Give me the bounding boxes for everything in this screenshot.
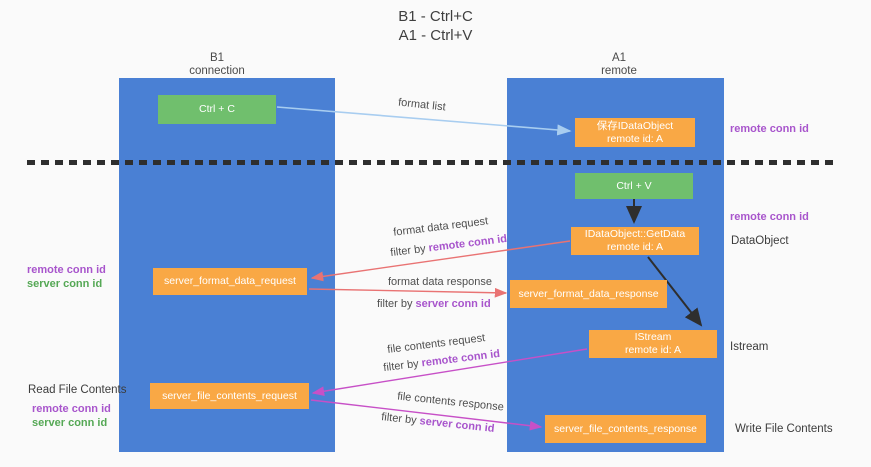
node-save-idataobject-line2: remote id: A	[606, 132, 664, 145]
flow-label-format-data-response: format data response	[388, 276, 492, 288]
label-remote-conn-id-right: remote conn id	[730, 211, 809, 223]
node-file-request-label: server_file_contents_request	[162, 389, 297, 402]
node-save-idataobject: 保存IDataObject remote id: A	[575, 118, 695, 147]
node-istream-line1: IStream	[634, 331, 672, 343]
node-file-response-label: server_file_contents_response	[553, 422, 697, 435]
lane-a1-name: A1	[611, 52, 627, 64]
label-remote-conn-id-left-mid: remote conn id	[27, 264, 106, 276]
diagram-title: B1 - Ctrl+C A1 - Ctrl+V	[0, 7, 871, 45]
lane-b1-name: B1	[209, 52, 225, 64]
node-server-file-contents-request: server_file_contents_request	[150, 383, 309, 409]
label-istream: Istream	[730, 341, 769, 353]
phase-separator-dashed-line	[27, 160, 836, 165]
arrow-format-list	[276, 106, 572, 136]
node-format-request-label: server_format_data_request	[164, 275, 296, 287]
filter-prefix: filter by	[377, 298, 416, 310]
arrow-format-data-response	[308, 287, 508, 298]
lane-a1-role: remote	[601, 65, 637, 77]
node-istream: IStream remote id: A	[589, 330, 717, 358]
node-server-format-data-request: server_format_data_request	[153, 268, 307, 295]
flow-label-filter-server-1: filter by server conn id	[377, 298, 491, 310]
node-ctrl-v-label: Ctrl + V	[616, 179, 652, 192]
lane-b1-role: connection	[189, 65, 245, 77]
label-remote-conn-id-top-right: remote conn id	[730, 123, 809, 135]
label-server-conn-id-left-mid: server conn id	[27, 278, 103, 290]
arrow-file-contents-request	[311, 348, 588, 397]
lane-header-a1: A1 remote	[549, 52, 689, 78]
label-write-file-contents: Write File Contents	[735, 423, 833, 435]
lane-header-b1: B1 connection	[147, 52, 287, 78]
title-line-1: B1 - Ctrl+C	[398, 8, 473, 25]
arrow-getdata-to-istream	[647, 256, 703, 327]
label-server-conn-id-left-bottom: server conn id	[32, 417, 108, 429]
title-line-2: A1 - Ctrl+V	[398, 27, 473, 44]
label-dataobject: DataObject	[731, 235, 789, 247]
node-ctrl-c-label: Ctrl + C	[199, 103, 235, 115]
node-server-format-data-response: server_format_data_response	[510, 280, 667, 308]
label-read-file-contents: Read File Contents	[28, 384, 127, 396]
label-remote-conn-id-left-bottom: remote conn id	[32, 403, 111, 415]
node-istream-line2: remote id: A	[624, 344, 682, 356]
node-format-response-label: server_format_data_response	[518, 287, 659, 300]
node-getdata-line2: remote id: A	[606, 241, 664, 253]
node-ctrl-c: Ctrl + C	[158, 95, 276, 124]
arrow-file-contents-response	[310, 399, 543, 431]
node-getdata-line1: IDataObject::GetData	[584, 228, 686, 240]
node-ctrl-v: Ctrl + V	[575, 173, 693, 199]
arrow-format-data-request	[310, 240, 571, 282]
node-server-file-contents-response: server_file_contents_response	[545, 415, 706, 443]
filter-value-server-conn-id: server conn id	[415, 298, 491, 310]
node-idataobject-getdata: IDataObject::GetData remote id: A	[571, 227, 699, 255]
node-save-idataobject-line1: 保存IDataObject	[596, 119, 674, 132]
